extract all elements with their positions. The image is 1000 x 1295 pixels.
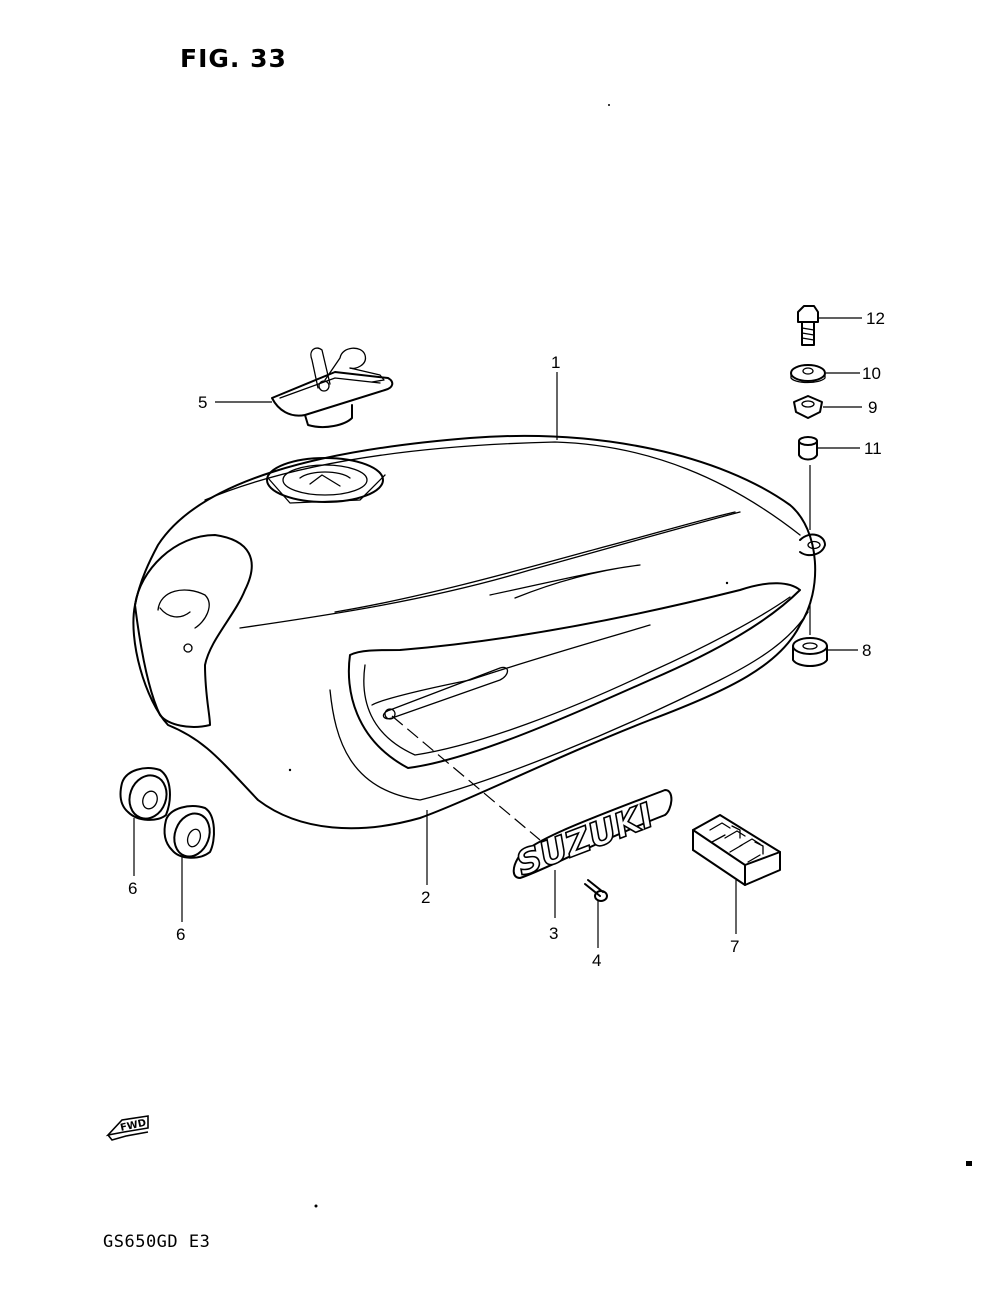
callout-5: 5 xyxy=(198,393,207,412)
fuel-cap xyxy=(271,347,394,428)
callout-9: 9 xyxy=(868,398,877,417)
cushion-rear-1 xyxy=(119,767,171,821)
collar xyxy=(793,395,823,419)
suzuki-emblem: SUZUKI xyxy=(510,789,673,885)
leader-lines xyxy=(133,317,862,948)
bolt xyxy=(797,305,819,346)
figure-title: FIG. 33 xyxy=(180,44,287,73)
callout-1: 1 xyxy=(551,353,560,372)
cushion-front xyxy=(792,637,828,667)
callout-2: 2 xyxy=(421,888,430,907)
cushion-rear-2 xyxy=(163,805,215,859)
forward-label: FWD xyxy=(119,1118,147,1134)
rubber-block xyxy=(692,814,781,886)
callout-10: 10 xyxy=(862,364,881,383)
callout-3: 3 xyxy=(549,924,558,943)
callout-8: 8 xyxy=(862,641,871,660)
callout-7: 7 xyxy=(730,937,739,956)
callout-labels: 1 2 3 4 5 6 6 7 8 9 10 11 12 xyxy=(128,309,885,970)
callout-6a: 6 xyxy=(128,879,137,898)
screw xyxy=(584,879,608,902)
callout-4: 4 xyxy=(592,951,601,970)
forward-arrow-icon: FWD xyxy=(105,1115,149,1141)
emblem-text: SUZUKI xyxy=(511,796,659,885)
model-code: GS650GD E3 xyxy=(103,1232,211,1252)
spacer xyxy=(798,436,818,461)
callout-11: 11 xyxy=(864,439,882,458)
callout-12: 12 xyxy=(866,309,885,328)
callout-6b: 6 xyxy=(176,925,185,944)
washer xyxy=(790,364,826,384)
fuel-tank xyxy=(132,434,826,830)
